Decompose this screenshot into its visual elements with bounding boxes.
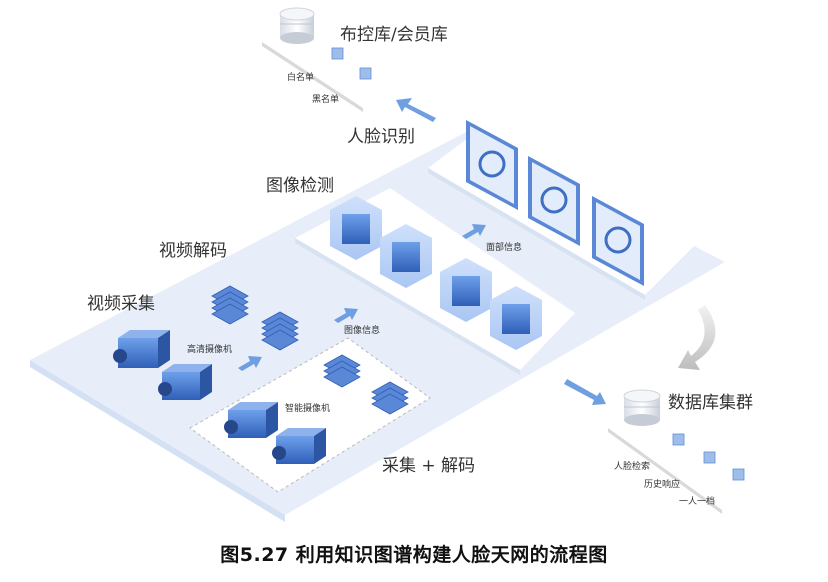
- label-database-cluster: 数据库集群: [668, 393, 753, 413]
- base-platform-edge: [30, 360, 285, 522]
- curved-arrow: [678, 305, 716, 370]
- label-capture-decode: 采集 + 解码: [382, 456, 476, 476]
- detection-cube-icon: [330, 196, 542, 350]
- database-panel: [608, 408, 775, 510]
- label-video-decoding: 视频解码: [159, 241, 227, 261]
- face-scan-icon: [466, 120, 644, 286]
- capture-decode-panel: [189, 337, 431, 493]
- label-watchlist-db: 布控库/会员库: [340, 25, 448, 45]
- label-video-capture: 视频采集: [87, 294, 155, 314]
- label-image-info: 图像信息: [344, 326, 381, 336]
- cube-icon: [331, 47, 745, 481]
- label-face-recognition: 人脸识别: [347, 127, 415, 147]
- database-cluster-icon: [623, 389, 661, 426]
- flow-arrow: [238, 98, 606, 405]
- label-face-search: 人脸检索: [614, 462, 651, 472]
- figure-caption: 图5.27 利用知识图谱构建人脸天网的流程图: [220, 544, 608, 566]
- decoder-stack-icon: [211, 285, 409, 415]
- database-icon: [279, 7, 315, 44]
- label-image-detection: 图像检测: [266, 176, 334, 196]
- label-one-person-one-file: 一人一档: [679, 497, 716, 507]
- label-blacklist: 黑名单: [312, 95, 340, 105]
- label-hd-camera: 高清摄像机: [187, 345, 233, 355]
- camera-icon: [113, 330, 326, 464]
- label-smart-camera: 智能摄像机: [285, 404, 331, 414]
- label-history-response: 历史响应: [644, 480, 681, 490]
- label-whitelist: 白名单: [287, 73, 315, 83]
- label-face-info: 面部信息: [486, 243, 523, 253]
